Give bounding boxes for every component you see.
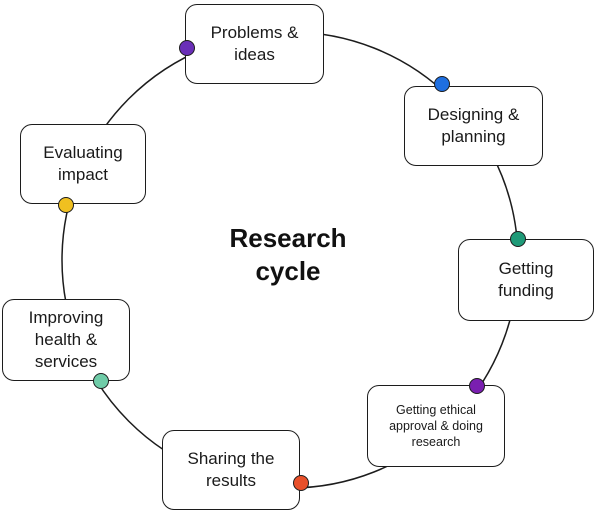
stage-box-sharing-results: Sharing the results: [162, 430, 300, 510]
connector-dot-mint: [93, 373, 109, 389]
connector-dot-orange: [293, 475, 309, 491]
stage-box-getting-funding: Getting funding: [458, 239, 594, 321]
stage-box-evaluating-impact: Evaluating impact: [20, 124, 146, 204]
stage-box-problems-ideas: Problems & ideas: [185, 4, 324, 84]
connector-dot-violet: [469, 378, 485, 394]
connector-dot-yellow: [58, 197, 74, 213]
stage-box-ethical-approval-research: Getting ethical approval & doing researc…: [367, 385, 505, 467]
center-title: Research cycle: [229, 223, 347, 286]
stage-box-improving-health-services: Improving health & services: [2, 299, 130, 381]
connector-dot-teal: [510, 231, 526, 247]
stage-box-designing-planning: Designing & planning: [404, 86, 543, 166]
connector-dot-blue: [434, 76, 450, 92]
connector-dot-purple: [179, 40, 195, 56]
